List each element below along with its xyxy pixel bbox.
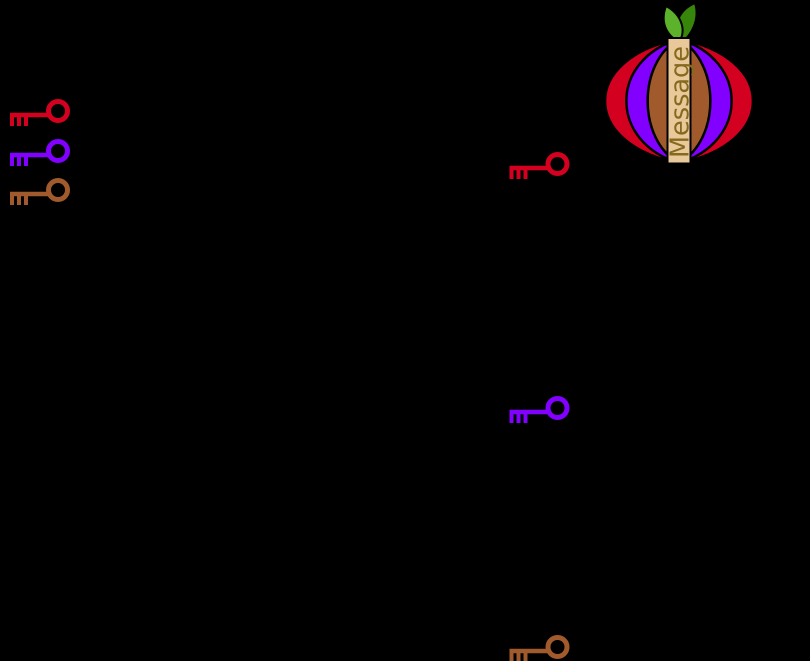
onion-icon: Message xyxy=(604,1,754,165)
message-strip xyxy=(666,37,692,165)
message-label: Message xyxy=(666,46,696,158)
